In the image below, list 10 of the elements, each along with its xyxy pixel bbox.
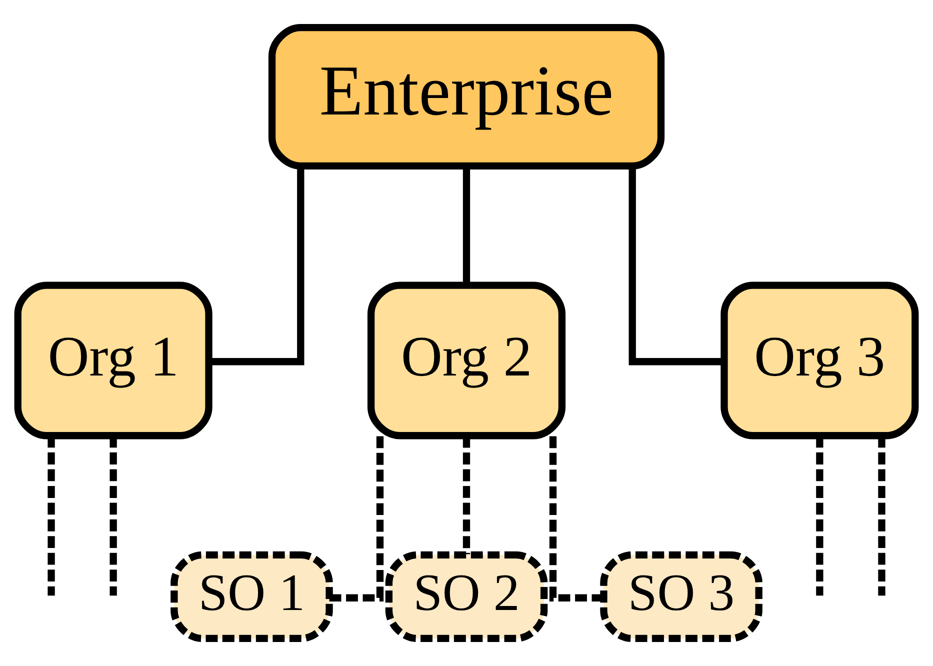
- node-box: Org 3: [720, 282, 919, 440]
- node-box: Org 1: [14, 282, 212, 440]
- node-box: Org 2: [367, 282, 566, 440]
- connector: [209, 166, 304, 366]
- node-box: SO 2: [385, 551, 548, 642]
- node-box: SO 1: [170, 551, 333, 642]
- connector: [628, 166, 724, 366]
- node-box: Enterprise: [268, 24, 665, 170]
- connector: [329, 436, 384, 602]
- node-box: SO 3: [600, 551, 762, 642]
